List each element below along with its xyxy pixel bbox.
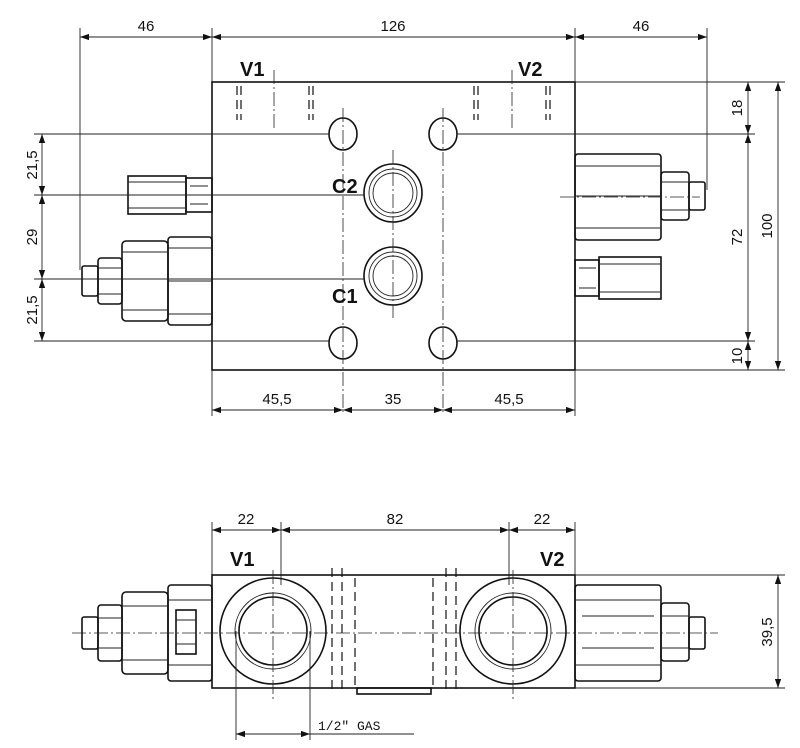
- right-cartridge-upper: [574, 153, 706, 241]
- hidden-lines-side: [331, 568, 457, 692]
- left-cartridge-lower: [81, 236, 213, 326]
- dim-top-left: 46: [138, 18, 155, 35]
- label-v1-side: V1: [230, 549, 254, 571]
- top-extension-lines: [79, 28, 708, 270]
- dim-right-top: 18: [729, 100, 746, 117]
- bottom-slot: [356, 687, 432, 695]
- dim-top-mid: 126: [380, 18, 405, 35]
- label-v1-top: V1: [240, 59, 264, 81]
- dim-bottom-right: 45,5: [494, 391, 523, 408]
- dim-side-right-height: 39,5: [759, 617, 776, 646]
- horizontal-reference-lines: [34, 81, 785, 371]
- label-v2-top: V2: [518, 59, 542, 81]
- dim-right-mid: 72: [729, 229, 746, 246]
- dim-side-top-mid: 82: [387, 511, 404, 528]
- dim-right-bottom: 10: [729, 348, 746, 365]
- hidden-port-lines-top: [236, 70, 551, 130]
- center-lines-top: [342, 108, 444, 412]
- label-v2-side: V2: [540, 549, 564, 571]
- side-right-dimension: [575, 574, 785, 689]
- dim-top-right: 46: [633, 18, 650, 35]
- side-view: 22 82 22 V1 V2: [72, 511, 785, 740]
- valve-body-side: [211, 574, 576, 689]
- dim-right-overall: 100: [759, 213, 776, 238]
- dim-left-mid: 29: [24, 229, 41, 246]
- top-view: 46 126 46 V1 V2 C2 C1: [24, 18, 785, 416]
- thread-label: 1/2" GAS: [318, 719, 381, 734]
- dim-side-top-right: 22: [534, 511, 551, 528]
- label-c1: C1: [332, 286, 358, 308]
- dim-side-top-left: 22: [238, 511, 255, 528]
- dim-left-upper: 21,5: [24, 150, 41, 179]
- dim-left-lower: 21,5: [24, 295, 41, 324]
- thread-callout: [235, 631, 414, 740]
- label-c2: C2: [332, 176, 358, 198]
- right-dimension-line: [744, 82, 782, 370]
- dim-bottom-left: 45,5: [262, 391, 291, 408]
- valve-body-top: [211, 81, 576, 371]
- right-cartridge-lower: [574, 256, 662, 300]
- dim-bottom-mid: 35: [385, 391, 402, 408]
